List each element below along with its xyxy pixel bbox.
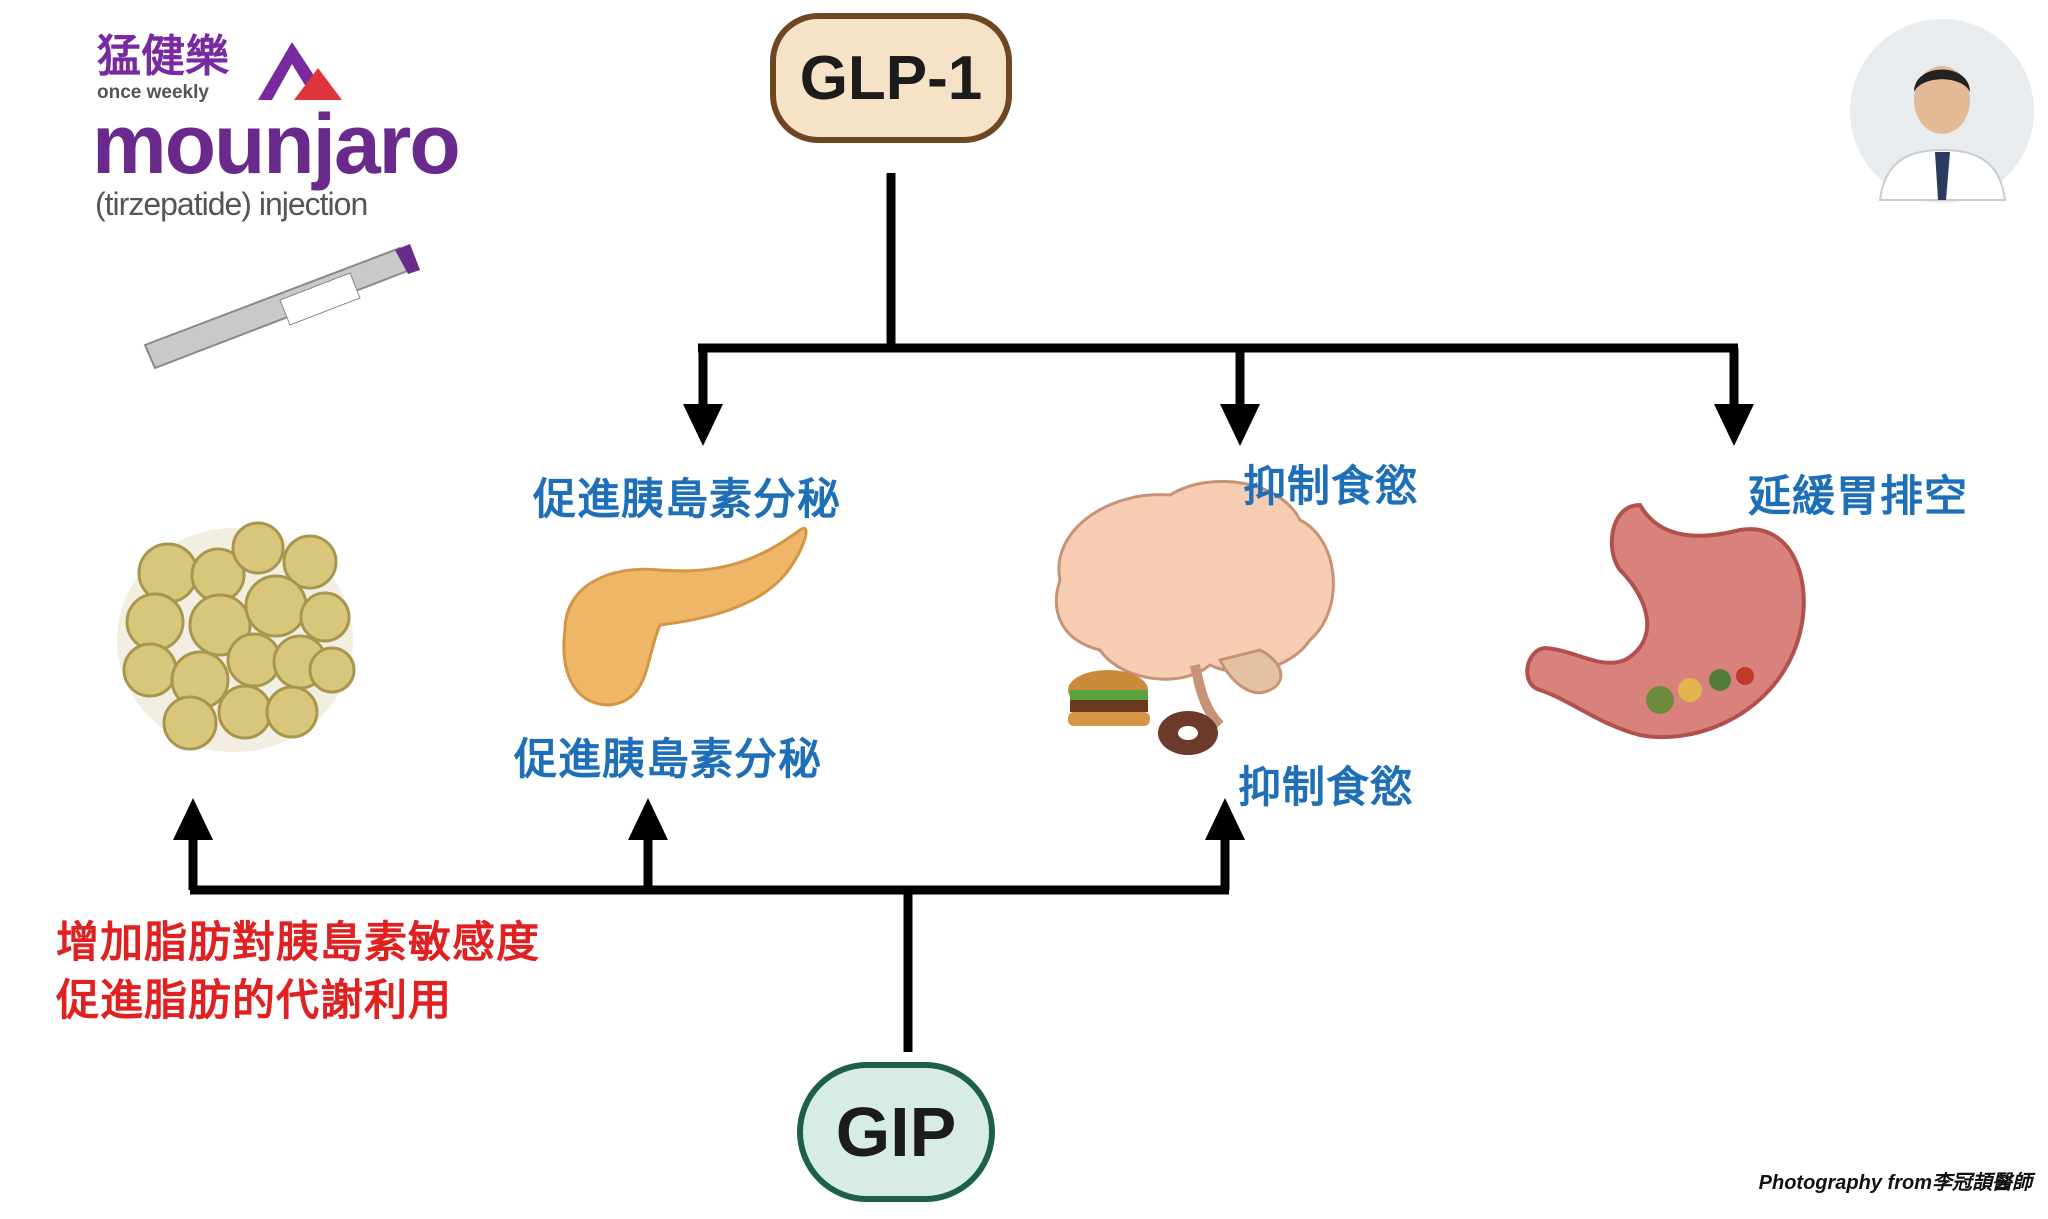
glp1-gastric-label: 延緩胃排空 xyxy=(1748,472,1968,522)
gip-fat-label: 增加脂肪對胰島素敏感度 促進脂肪的代謝利用 xyxy=(56,914,540,1030)
brand-frequency: once weekly xyxy=(97,82,209,103)
arrow-down-stomach xyxy=(1714,404,1754,446)
doctor-avatar xyxy=(1850,19,2034,203)
fat-cells-icon xyxy=(117,521,356,752)
brain-icon xyxy=(1054,479,1335,729)
stomach-icon xyxy=(1525,502,1806,740)
gip-fat-line1: 增加脂肪對胰島素敏感度 xyxy=(56,918,540,968)
gip-insulin-label: 促進胰島素分秘 xyxy=(514,735,822,785)
photo-credit: Photography from李冠頡醫師 xyxy=(1758,1172,2032,1194)
arrow-up-brain xyxy=(1205,798,1245,840)
gip-appetite-label: 抑制食慾 xyxy=(1238,763,1414,813)
brand-generic-name: (tirzepatide) injection xyxy=(95,186,368,222)
mounjaro-logo-icon xyxy=(258,42,342,100)
glp1-label: GLP-1 xyxy=(799,43,983,113)
gip-node: GIP xyxy=(797,1062,995,1202)
gip-fat-line2: 促進脂肪的代謝利用 xyxy=(56,976,452,1026)
brand-name: mounjaro xyxy=(92,97,461,191)
arrow-down-brain xyxy=(1220,404,1260,446)
brand-chinese-name: 猛健樂 xyxy=(97,31,229,82)
glp1-insulin-label: 促進胰島素分秘 xyxy=(533,475,841,525)
glp1-appetite-label: 抑制食慾 xyxy=(1243,462,1419,512)
arrow-up-pancreas xyxy=(628,798,668,840)
injection-pen-icon xyxy=(143,244,420,370)
donut-icon xyxy=(1158,711,1218,755)
gip-label: GIP xyxy=(835,1093,957,1171)
arrow-up-fat xyxy=(173,798,213,840)
arrow-down-pancreas xyxy=(683,404,723,446)
burger-icon xyxy=(1068,670,1150,726)
pancreas-icon xyxy=(562,526,808,707)
glp1-node: GLP-1 xyxy=(770,13,1012,143)
